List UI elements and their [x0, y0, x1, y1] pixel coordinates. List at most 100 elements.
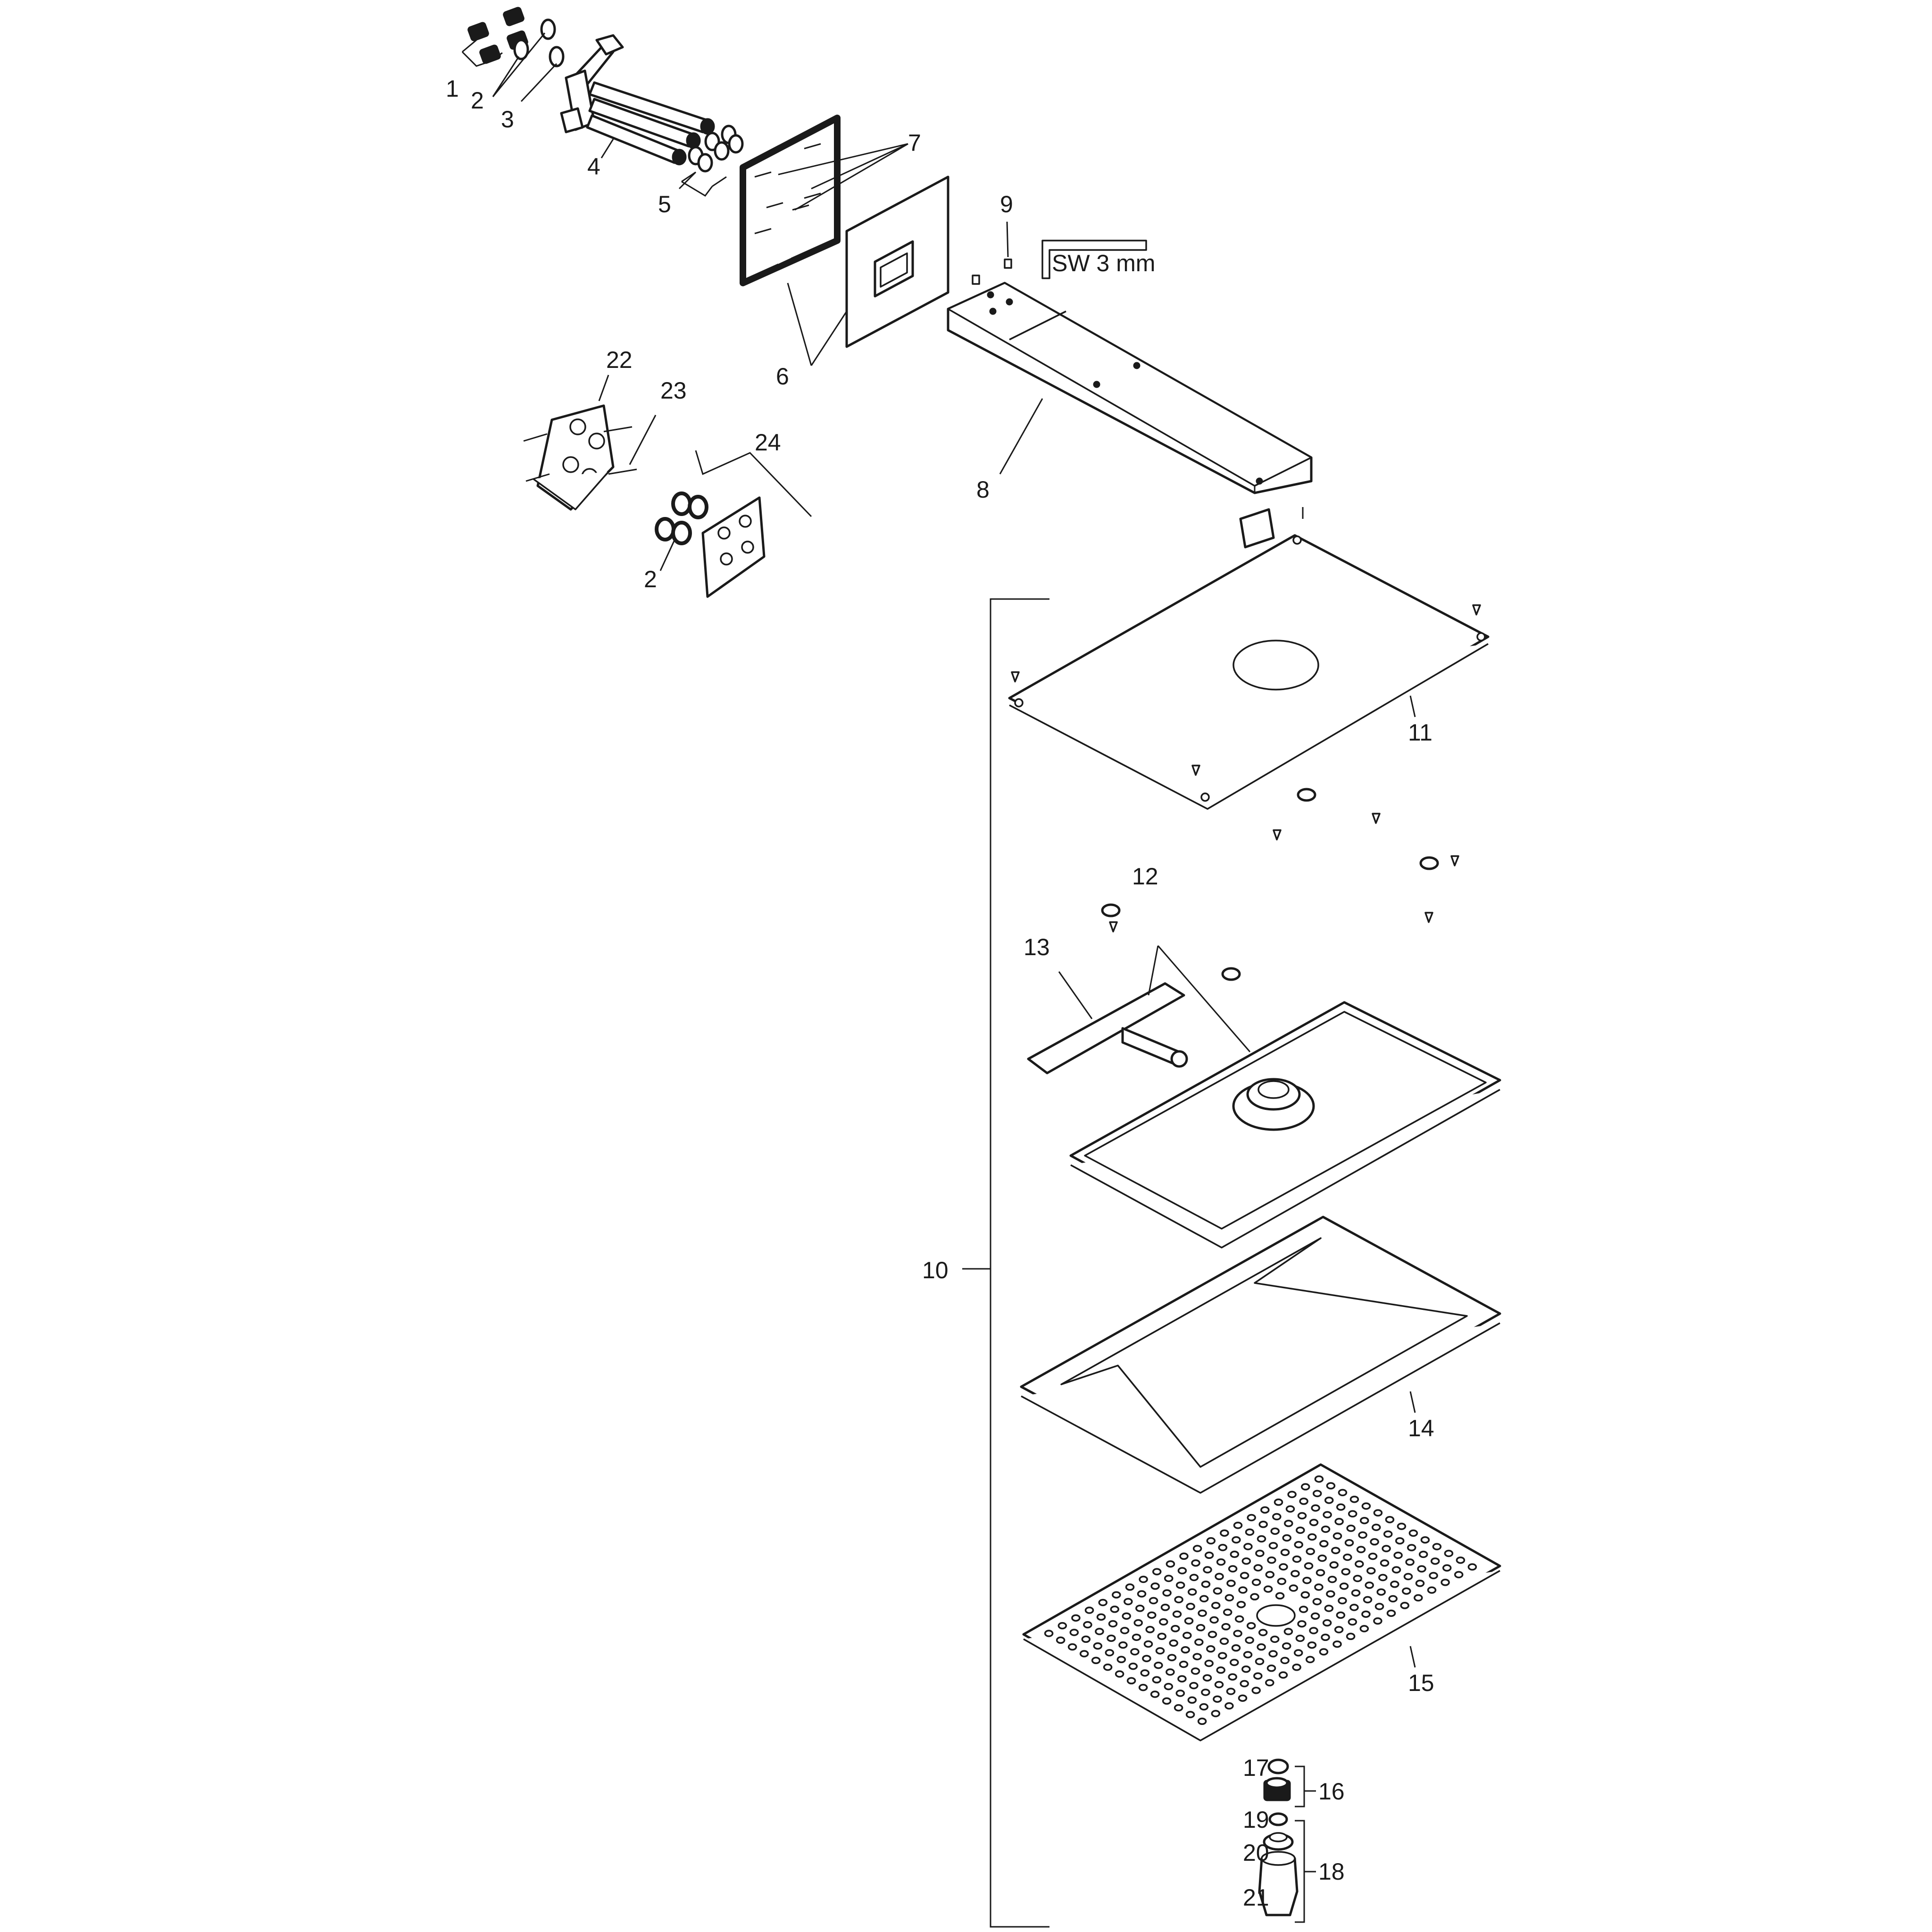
nozzle [1297, 1620, 1307, 1628]
nozzle [1221, 1623, 1231, 1631]
nozzle [1408, 1529, 1418, 1537]
nozzle [1206, 1645, 1216, 1653]
callout-7: 7 [908, 130, 921, 156]
nozzle [1140, 1669, 1150, 1677]
nozzle [1361, 1502, 1371, 1510]
nozzle [1390, 1581, 1399, 1588]
nozzle [1321, 1633, 1330, 1641]
nozzle [1332, 1532, 1342, 1540]
nozzle [1243, 1543, 1253, 1550]
nozzle [1454, 1571, 1464, 1579]
nozzle [1044, 1630, 1054, 1637]
nozzle [1096, 1613, 1106, 1621]
callout-12: 12 [1132, 863, 1158, 890]
nozzle [1245, 1528, 1255, 1536]
tool-label: SW 3 mm [1052, 250, 1155, 276]
nozzle [1324, 1605, 1334, 1612]
nozzle [1154, 1661, 1163, 1669]
nozzle [1126, 1677, 1136, 1685]
nozzle [1349, 1495, 1359, 1503]
nozzle [1292, 1555, 1302, 1563]
nozzle [1299, 1606, 1308, 1613]
nozzle [1348, 1510, 1357, 1518]
part-3-oring [540, 18, 556, 40]
nozzle [1183, 1632, 1192, 1639]
nozzle [1192, 1545, 1202, 1552]
nozzle [1122, 1612, 1131, 1620]
nozzle [1238, 1586, 1248, 1594]
nozzle [1267, 1556, 1276, 1564]
nozzle [1371, 1524, 1381, 1531]
nozzle [1284, 1520, 1293, 1527]
nozzle [1299, 1498, 1308, 1505]
nozzle [1233, 1522, 1243, 1529]
nozzle [1386, 1609, 1396, 1617]
nozzle [1224, 1594, 1234, 1602]
nozzle [1172, 1610, 1182, 1618]
part-9-grub-screws [972, 258, 1012, 285]
nozzle [1322, 1619, 1332, 1627]
nozzle [1250, 1593, 1259, 1601]
part-2-orings-top [513, 39, 565, 67]
nozzle [1132, 1633, 1141, 1641]
nozzle [1251, 1578, 1261, 1586]
nozzle [1383, 1530, 1393, 1538]
nozzle [1374, 1603, 1384, 1610]
nozzle [1105, 1649, 1115, 1657]
nozzle [1265, 1571, 1275, 1579]
nozzle [1253, 1564, 1263, 1572]
nozzle [1365, 1582, 1374, 1589]
part-11-top-plate [1008, 534, 1490, 810]
nozzle [1142, 1655, 1151, 1662]
nozzle [1174, 1596, 1183, 1604]
nozzle [1292, 1664, 1301, 1671]
nozzle [1234, 1615, 1244, 1623]
callout-19: 19 [1243, 1807, 1269, 1833]
nozzle [1179, 1552, 1189, 1560]
nozzle [1149, 1597, 1158, 1605]
nozzle [1196, 1624, 1206, 1632]
nozzle [1323, 1511, 1332, 1519]
nozzle [1115, 1670, 1124, 1678]
nozzle [1307, 1533, 1317, 1541]
nozzle [1187, 1588, 1197, 1596]
nozzle [1316, 1569, 1325, 1576]
part-8-shower-arm [947, 282, 1313, 494]
part-15-spray-disc [1022, 1463, 1501, 1741]
callout-2: 2 [471, 87, 484, 114]
nozzle [1223, 1608, 1232, 1616]
nozzle [1166, 1668, 1175, 1676]
nozzle [1278, 1671, 1288, 1679]
nozzle [1091, 1657, 1101, 1665]
nozzle [1083, 1621, 1092, 1629]
callout-1: 1 [446, 75, 459, 102]
nozzle [1253, 1672, 1263, 1680]
nozzle [1346, 1632, 1356, 1641]
part-20-seal [1263, 1832, 1294, 1851]
nozzle [1268, 1650, 1278, 1657]
nozzle [1152, 1676, 1162, 1684]
part-6-cover-plate [845, 175, 949, 348]
nozzle [1348, 1618, 1357, 1626]
nozzle [1359, 1516, 1369, 1524]
spray-nozzles [1044, 1475, 1477, 1725]
nozzle [1319, 1540, 1329, 1548]
nozzle [1427, 1586, 1437, 1594]
callout-2-lower: 2 [644, 566, 657, 592]
nozzle [1393, 1551, 1403, 1559]
nozzle [1257, 1535, 1266, 1543]
nozzle [1199, 1703, 1209, 1711]
part-12-housing [1069, 1001, 1501, 1249]
nozzle [1314, 1475, 1324, 1483]
nozzle [1226, 1579, 1236, 1587]
nozzle [1152, 1568, 1162, 1575]
nozzle [1216, 1666, 1225, 1674]
nozzle [1274, 1499, 1283, 1506]
nozzle [1258, 1521, 1268, 1528]
nozzle [1135, 1605, 1145, 1612]
nozzle [1197, 1717, 1207, 1725]
nozzle [1211, 1710, 1221, 1717]
nozzle [1185, 1711, 1195, 1718]
nozzle [1058, 1622, 1067, 1630]
